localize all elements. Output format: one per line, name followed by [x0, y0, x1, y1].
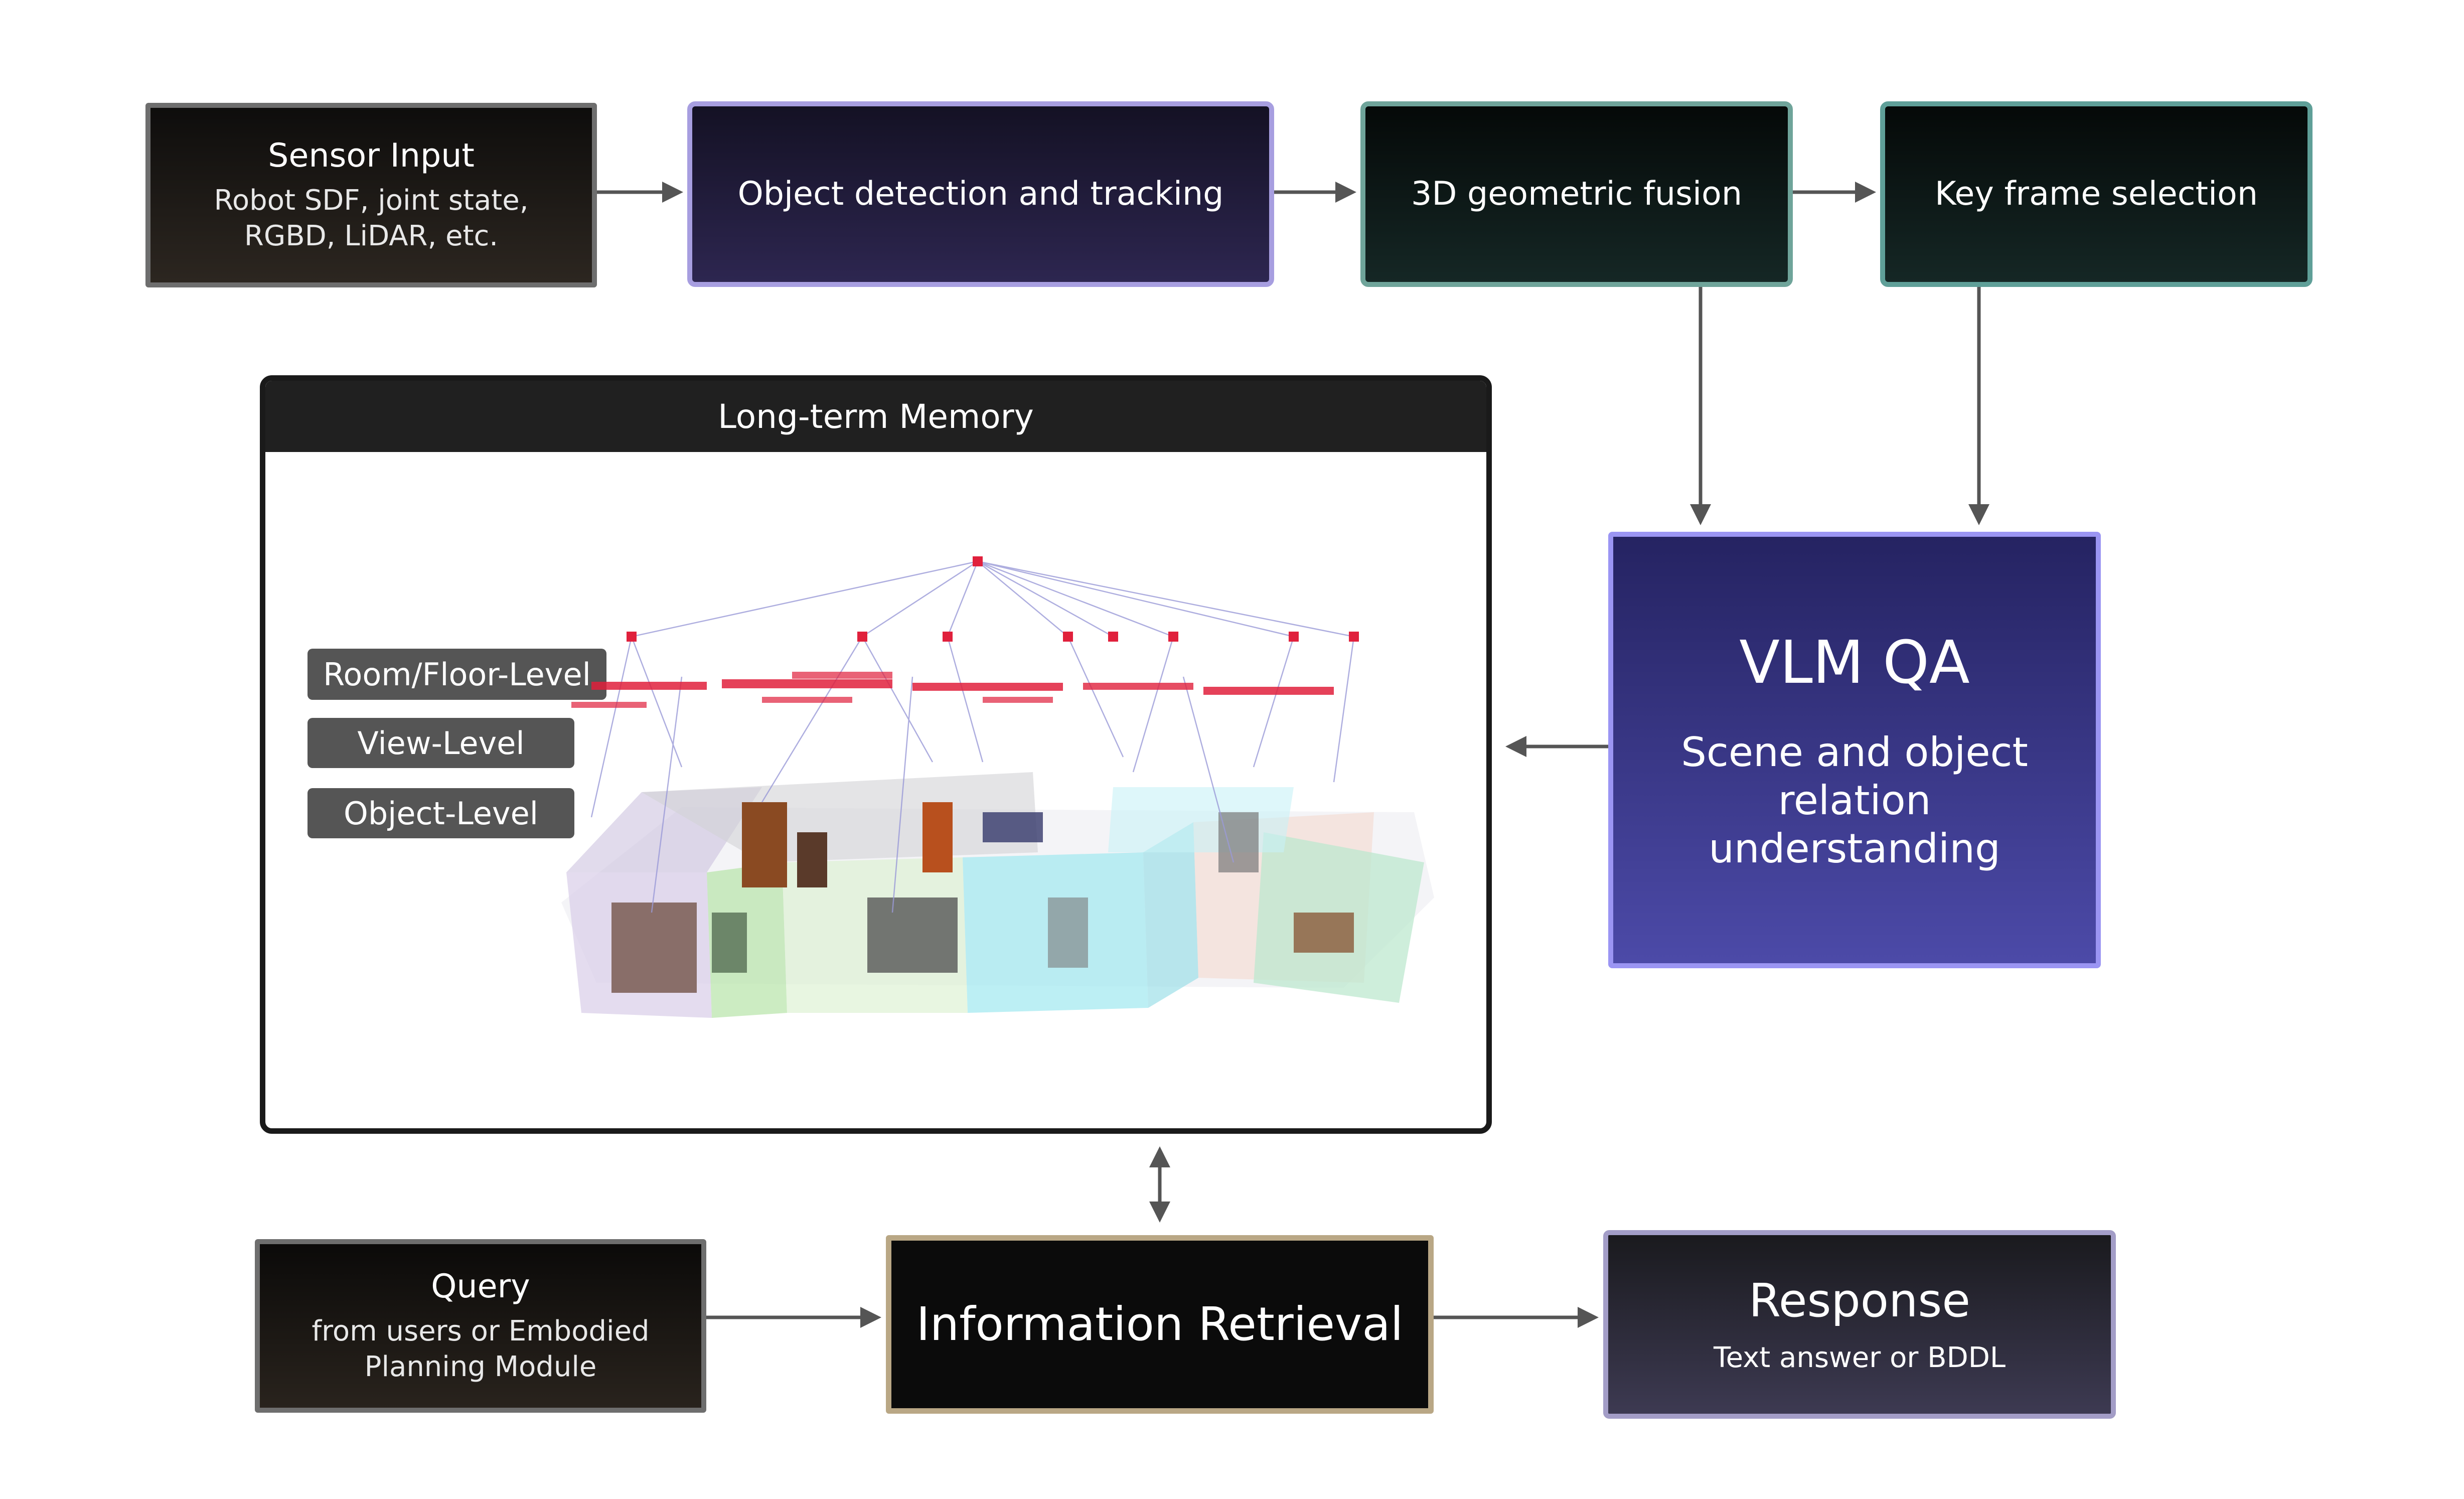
key-frame-selection-box: Key frame selection [1880, 101, 2313, 287]
view-level-label: View-Level [307, 718, 574, 768]
information-retrieval-box: Information Retrieval [886, 1235, 1434, 1414]
vlm-qa-box: VLM QA Scene and object relation underst… [1608, 532, 2101, 968]
scene-graph-nodes [571, 556, 1359, 708]
furniture-objects [611, 802, 1354, 993]
long-term-memory-panel: Long-term Memory Room/Floor-Level View-L… [260, 375, 1492, 1134]
response-title: Response [1749, 1274, 1970, 1328]
response-subtitle: Text answer or BDDL [1713, 1341, 2006, 1374]
key-frame-selection-title: Key frame selection [1934, 175, 2258, 213]
scene-graph-illustration [561, 556, 1434, 1018]
sensor-input-subtitle: Robot SDF, joint state, RGBD, LiDAR, etc… [214, 184, 529, 252]
long-term-memory-title: Long-term Memory [265, 381, 1486, 452]
vlm-qa-subtitle: Scene and object relation understanding [1681, 728, 2028, 872]
query-box: Query from users or Embodied Planning Mo… [255, 1239, 706, 1413]
scene-graph-edges [590, 560, 1355, 913]
object-detection-title: Object detection and tracking [737, 175, 1224, 213]
object-detection-box: Object detection and tracking [687, 101, 1274, 287]
room-floor-level-label: Room/Floor-Level [307, 649, 606, 700]
sensor-input-box: Sensor Input Robot SDF, joint state, RGB… [145, 103, 597, 287]
response-box: Response Text answer or BDDL [1603, 1230, 2116, 1419]
information-retrieval-title: Information Retrieval [916, 1297, 1404, 1351]
query-title: Query [431, 1267, 530, 1305]
query-subtitle: from users or Embodied Planning Module [312, 1314, 650, 1383]
sensor-input-title: Sensor Input [268, 136, 475, 175]
vlm-qa-title: VLM QA [1739, 628, 1970, 697]
object-level-label: Object-Level [307, 788, 574, 838]
geometric-fusion-title: 3D geometric fusion [1411, 175, 1743, 213]
geometric-fusion-box: 3D geometric fusion [1360, 101, 1793, 287]
